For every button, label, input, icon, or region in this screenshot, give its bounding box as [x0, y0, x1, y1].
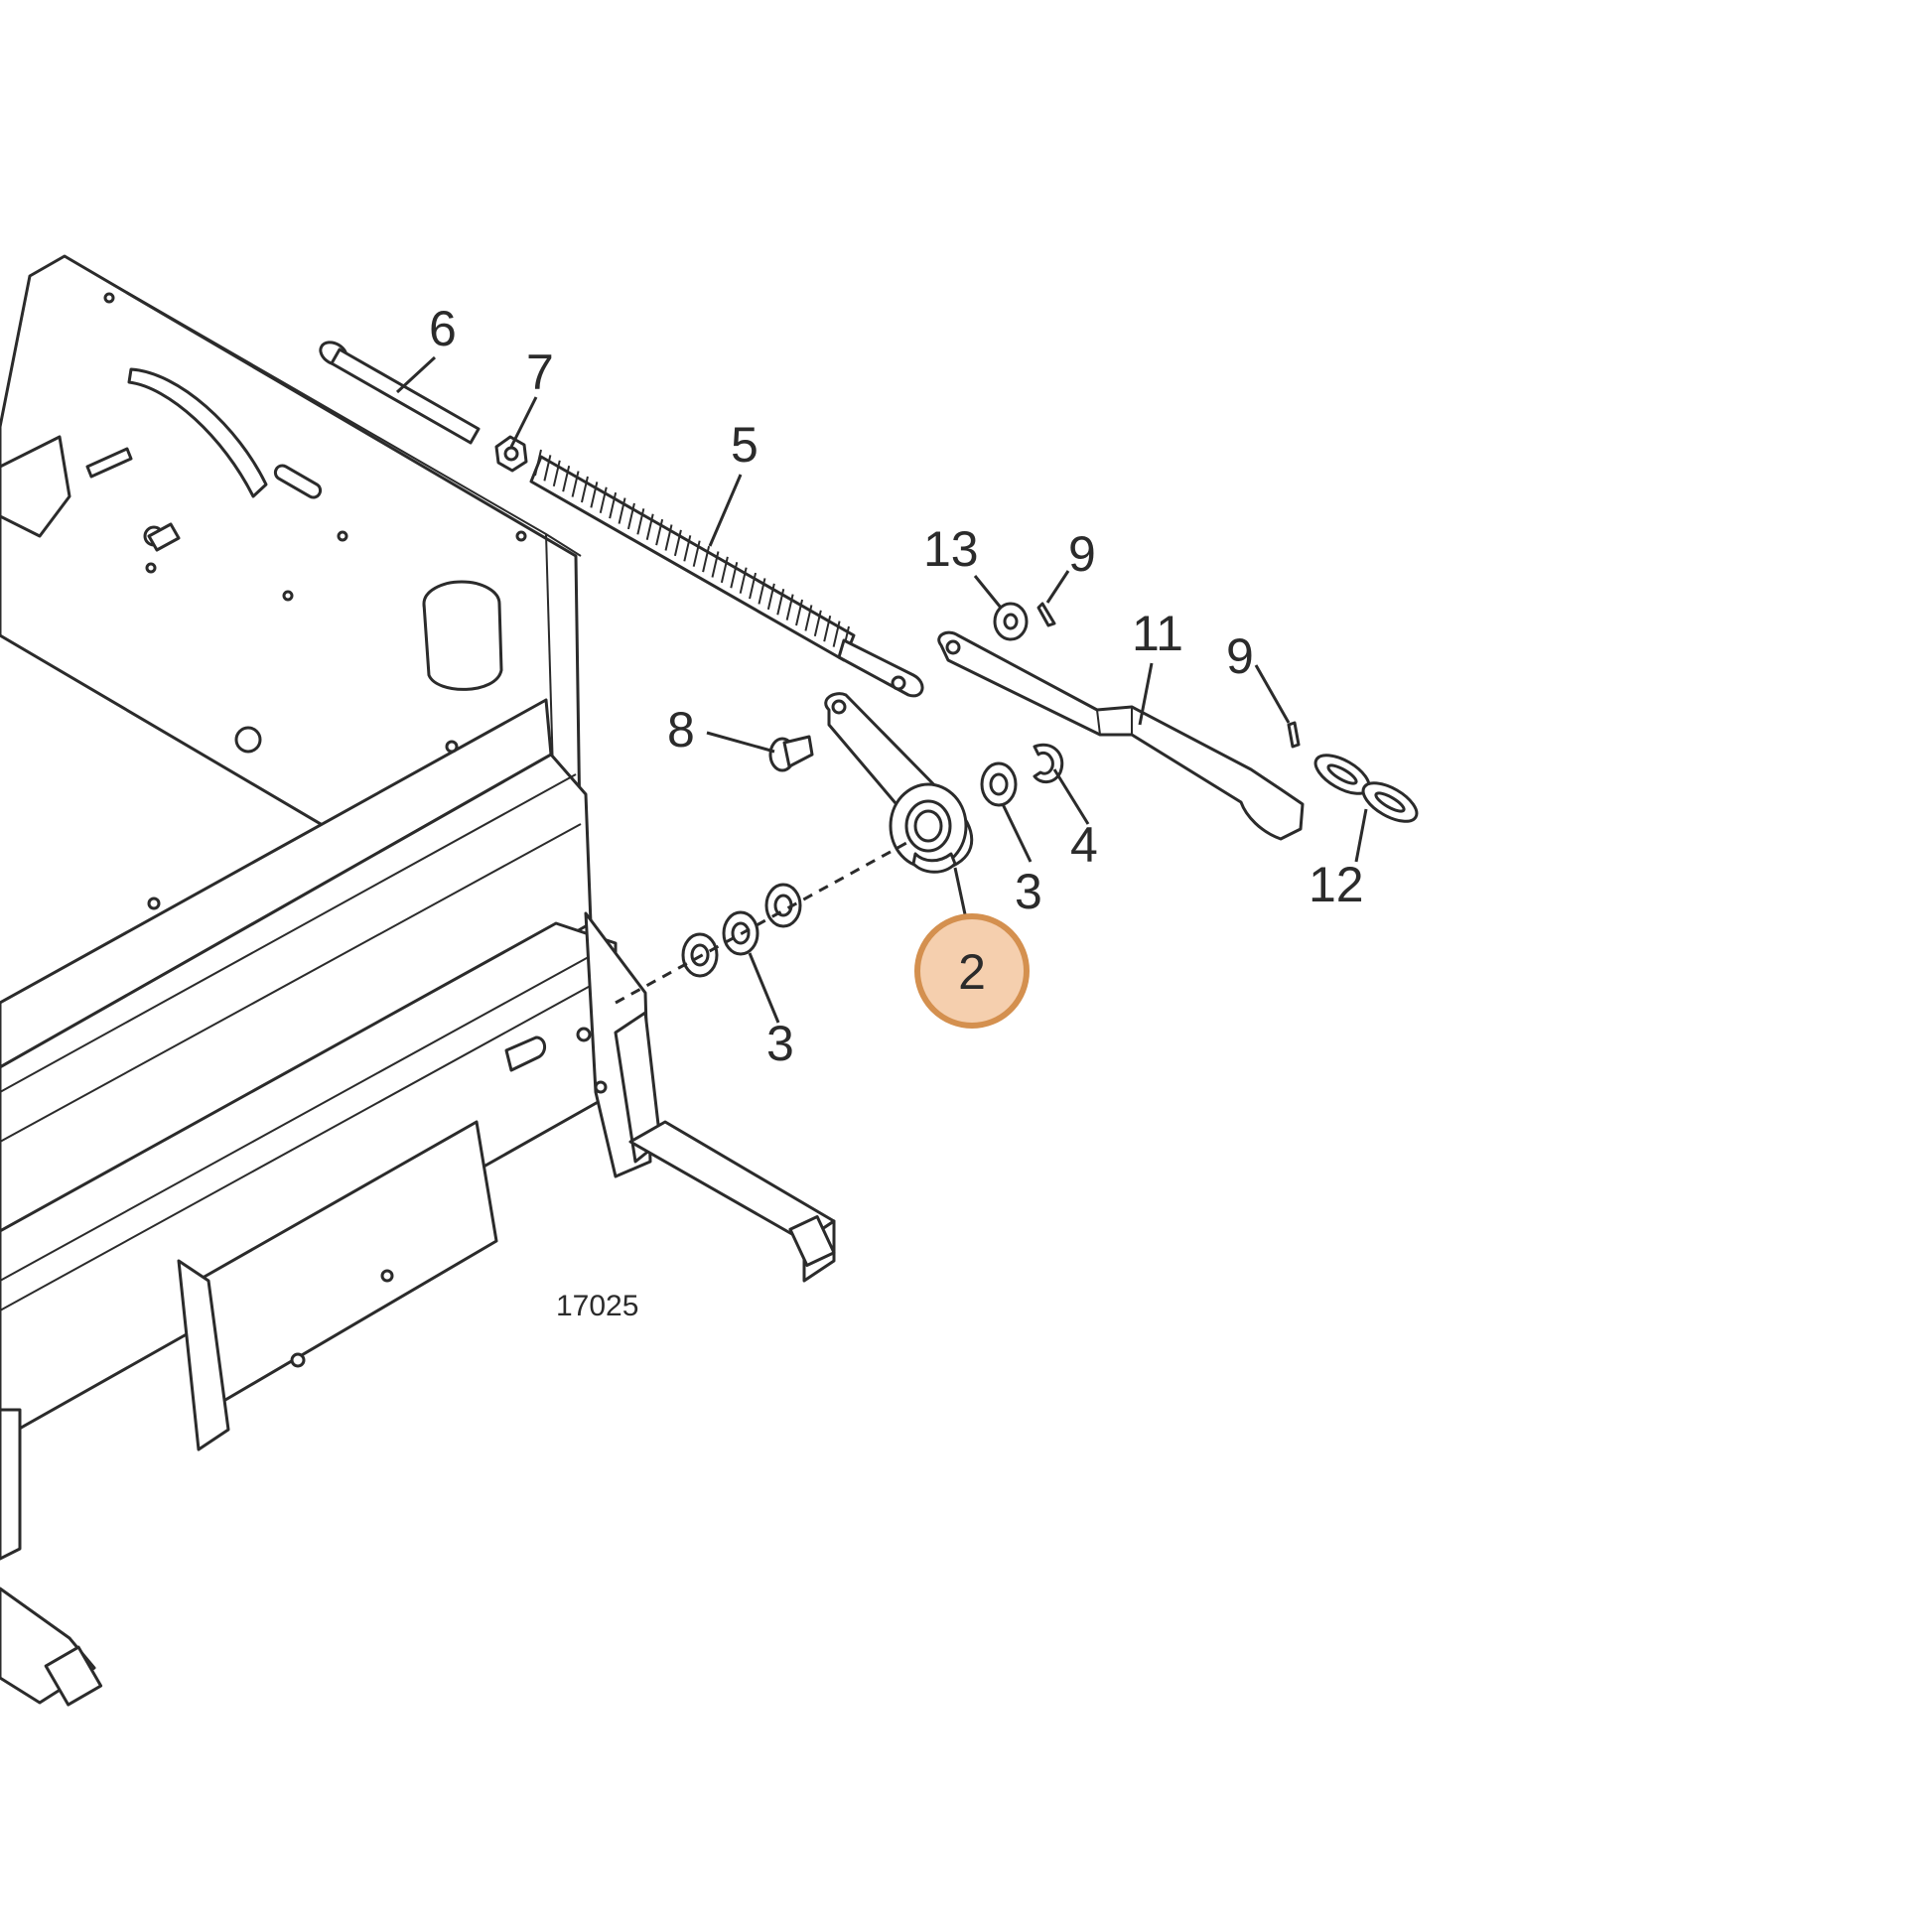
spring-coil — [580, 476, 589, 503]
callout-9-lower: 9 — [1226, 628, 1254, 684]
callout-8: 8 — [667, 702, 695, 758]
assembly-axis-line — [615, 840, 909, 1005]
spring-coil — [590, 482, 599, 508]
spring-coil — [562, 465, 571, 492]
spring-coil — [795, 599, 804, 626]
callout-13: 13 — [923, 521, 979, 577]
spring-coil — [609, 491, 618, 519]
part-11-lift-rod — [937, 630, 1305, 841]
spring-coil — [766, 583, 775, 611]
spring-coil — [599, 486, 608, 513]
drawing-number: 17025 — [556, 1290, 638, 1322]
spring-coil — [636, 508, 645, 535]
callout-3-right: 3 — [1015, 864, 1042, 919]
spring-coil — [711, 551, 720, 578]
spring-coil — [758, 578, 766, 605]
highlighted-callout-2[interactable]: 2 — [914, 913, 1030, 1029]
callout-6: 6 — [429, 301, 457, 356]
spring-coil — [702, 545, 711, 573]
spring-coil — [664, 524, 673, 551]
part-13-washer — [993, 602, 1029, 641]
spring-coil — [730, 562, 739, 589]
spring-coil — [673, 529, 682, 557]
spring-coil — [571, 471, 580, 497]
spring-coil — [739, 567, 748, 594]
spring-coil — [626, 502, 635, 530]
part-8-bolt — [768, 735, 814, 772]
spring-coil — [618, 497, 626, 524]
part-6-bolt — [319, 341, 481, 445]
part-9-pin-lower — [1287, 721, 1301, 749]
spring-coil — [804, 605, 813, 631]
spring-coil — [683, 535, 692, 562]
spring-coil — [823, 615, 832, 642]
callout-12: 12 — [1309, 857, 1364, 912]
callout-2: 2 — [958, 944, 986, 1000]
spring-coil — [832, 621, 841, 647]
spring-coil — [720, 556, 729, 584]
callout-labels: 6 7 5 13 9 11 9 8 4 3 12 3 — [429, 301, 1364, 1071]
callout-7: 7 — [526, 345, 554, 400]
part-3-washers-left — [681, 883, 802, 978]
spring-coil — [543, 455, 552, 482]
spring-coil — [813, 610, 822, 637]
callout-11: 11 — [1132, 606, 1183, 661]
spring-coil — [655, 518, 664, 546]
part-5-spring — [529, 449, 924, 698]
part-9-pin-upper — [1036, 602, 1056, 627]
spring-coil — [776, 589, 785, 616]
callout-4: 4 — [1070, 817, 1098, 873]
part-3-washer-right — [980, 761, 1018, 807]
spring-coil — [645, 513, 654, 540]
mower-frame — [0, 254, 836, 1707]
spring-coil — [785, 594, 794, 621]
spring-coil — [552, 460, 561, 487]
spring-coil — [692, 540, 701, 567]
callout-9-upper: 9 — [1068, 526, 1096, 582]
spring-coil — [749, 572, 758, 600]
part-12-chain — [1313, 754, 1419, 823]
spring-coil — [534, 449, 542, 477]
callout-5: 5 — [731, 417, 759, 473]
part-7-nut — [494, 435, 528, 473]
callout-3-left: 3 — [766, 1016, 794, 1071]
part-2-idler-arm — [824, 692, 974, 874]
